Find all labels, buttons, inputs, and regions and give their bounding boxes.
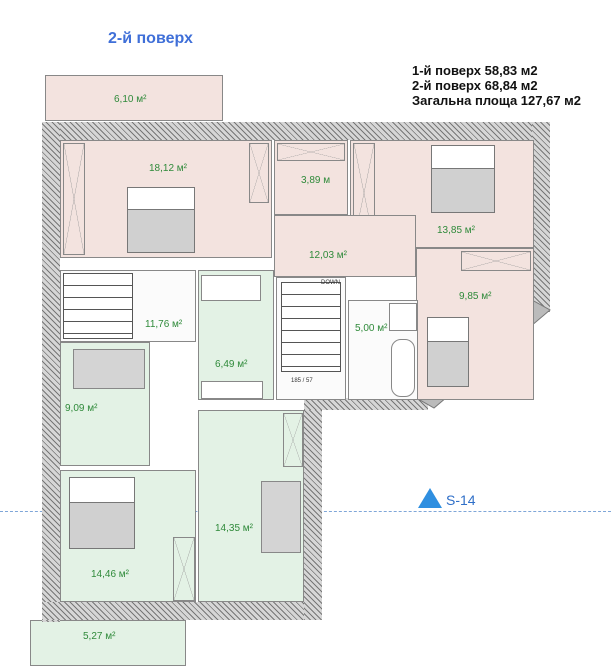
balcony-bottom: 5,27 м² [30, 620, 186, 666]
wall-top [42, 122, 550, 140]
stairs-direction-label: DOWN [321, 280, 340, 286]
balcony-top: 6,10 м² [45, 75, 223, 121]
stairs-note: 185 / 57 [291, 378, 313, 384]
bed [69, 477, 135, 549]
room-area-label: 11,76 м² [145, 319, 183, 330]
staircase [281, 282, 341, 372]
room-area-label: 14,46 м² [91, 569, 130, 580]
bedroom-1: 18,12 м² [60, 140, 272, 258]
summary-total: Загальна площа 127,67 м2 [412, 93, 582, 108]
room-area-label: 9,09 м² [65, 403, 98, 414]
summary-floor-1: 1-й поверх 58,83 м2 [412, 63, 538, 78]
wall-right [532, 122, 550, 312]
wall-left [42, 122, 60, 622]
hall: 12,03 м² [274, 215, 416, 277]
bathroom-2: 5,00 м² [348, 300, 418, 400]
floor-title: 2-й поверх [108, 30, 193, 47]
bedroom-5: 14,46 м² [60, 470, 196, 602]
bathtub [201, 275, 261, 301]
room-area-label: 3,89 м [301, 175, 331, 186]
bedroom-4: 9,09 м² [60, 342, 150, 466]
room-area-label: 14,35 м² [215, 523, 254, 534]
bed [427, 317, 469, 387]
bedroom-3: 9,85 м² [416, 248, 534, 400]
room-area-label: 5,27 м² [83, 631, 116, 642]
wall-lower-right [304, 400, 322, 620]
closet: 3,89 м [274, 140, 348, 215]
bed [127, 187, 195, 253]
bedroom-6: 14,35 м² [198, 410, 304, 602]
room-area-label: 9,85 м² [459, 291, 492, 302]
bed [261, 481, 301, 553]
bathtub [201, 381, 263, 399]
bed [431, 145, 495, 213]
wall-mid [304, 398, 428, 410]
bathtub [391, 339, 415, 397]
room-area-label: 5,00 м² [355, 323, 388, 334]
bed [73, 349, 145, 389]
room-area-label: 6,10 м² [114, 94, 147, 105]
summary-floor-2: 2-й поверх 68,84 м2 [412, 78, 538, 93]
wardrobe [249, 143, 269, 203]
staircase [63, 273, 133, 339]
area-summary: 1-й поверх 58,83 м2 2-й поверх 68,84 м2 … [412, 63, 581, 108]
section-label: S-14 [446, 492, 476, 508]
room-area-label: 12,03 м² [309, 250, 348, 261]
wardrobe [173, 537, 195, 601]
room-area-label: 6,49 м² [215, 359, 248, 370]
wardrobe [277, 143, 345, 161]
wardrobe [461, 251, 531, 271]
section-marker-icon [418, 488, 442, 508]
bathroom-1: 6,49 м² [198, 270, 274, 400]
room-area-label: 18,12 м² [149, 163, 188, 174]
wardrobe [283, 413, 303, 467]
stairwell: DOWN 185 / 57 [276, 277, 346, 400]
room-area-label: 13,85 м² [437, 225, 476, 236]
wall-bottom [42, 602, 322, 620]
wardrobe [63, 143, 85, 255]
shower [389, 303, 417, 331]
stair-hall: 11,76 м² [60, 270, 196, 342]
